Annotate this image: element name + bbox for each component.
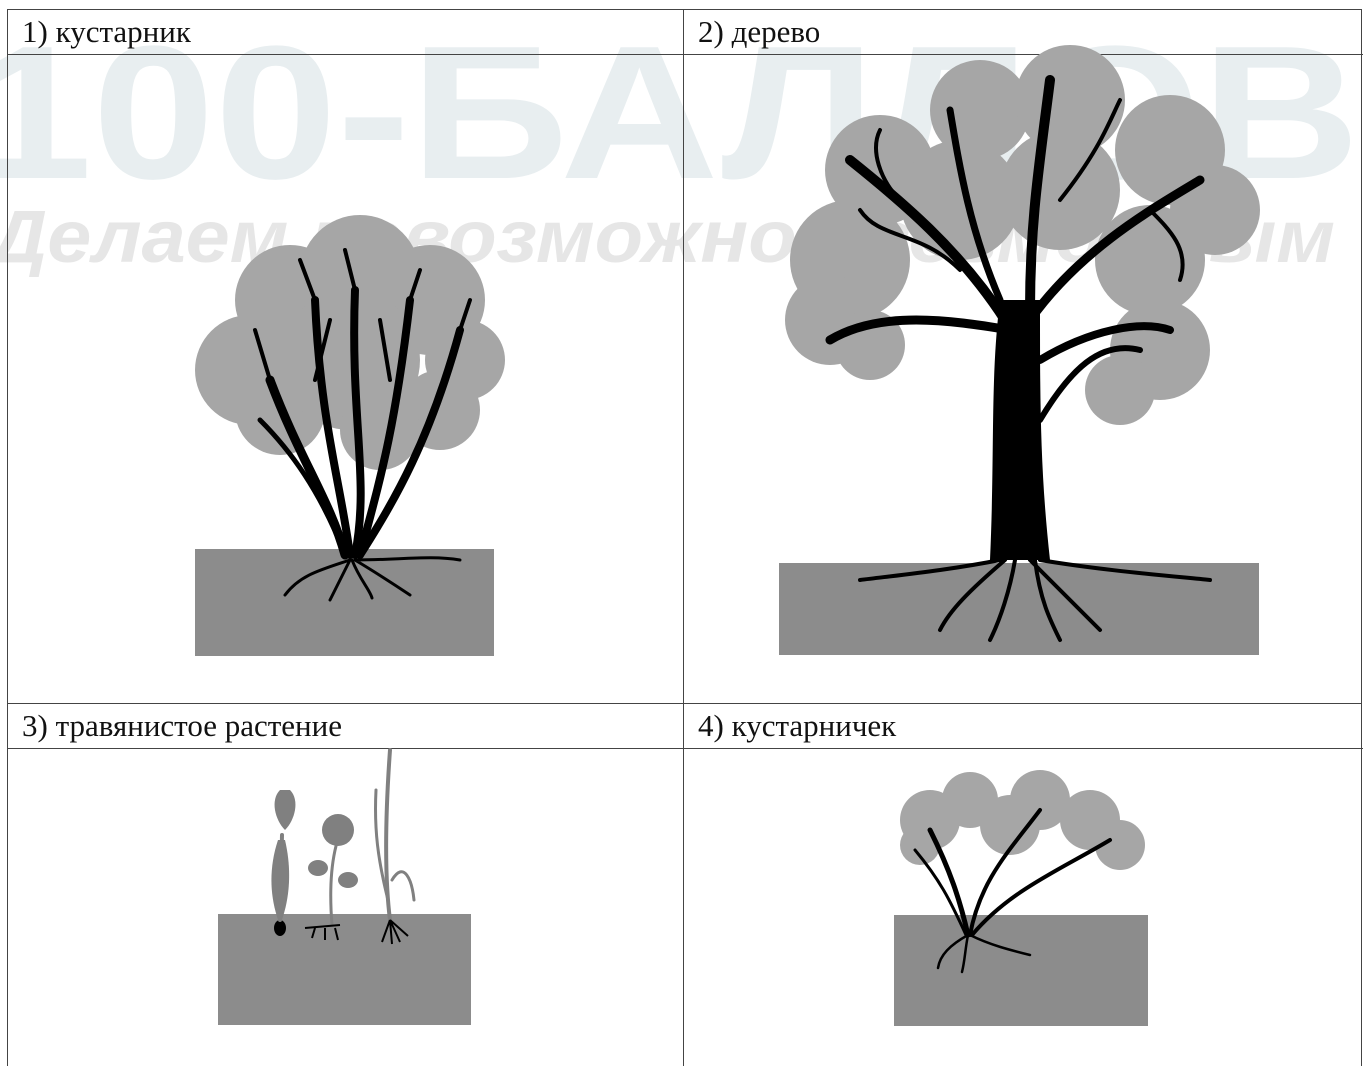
cell-label: 2) дерево xyxy=(698,14,821,49)
cell-header: 2) дерево xyxy=(684,10,1363,55)
cell-header: 1) кустарник xyxy=(8,10,684,55)
cell-label: 1) кустарник xyxy=(22,14,191,49)
cell-tree: 2) дерево xyxy=(684,10,1363,704)
row-divider xyxy=(8,703,1361,704)
cell-subshrub: 4) кустарничек xyxy=(684,704,1363,1067)
column-divider xyxy=(683,10,684,1066)
cell-header: 3) травянистое растение xyxy=(8,704,684,749)
life-forms-table: 1) кустарник 2) дерево 3) травянистое ра… xyxy=(7,9,1363,1067)
cell-label: 3) травянистое растение xyxy=(22,708,342,743)
cell-header: 4) кустарничек xyxy=(684,704,1363,749)
cell-shrub: 1) кустарник xyxy=(8,10,684,704)
cell-label: 4) кустарничек xyxy=(698,708,897,743)
cell-herb: 3) травянистое растение xyxy=(8,704,684,1067)
